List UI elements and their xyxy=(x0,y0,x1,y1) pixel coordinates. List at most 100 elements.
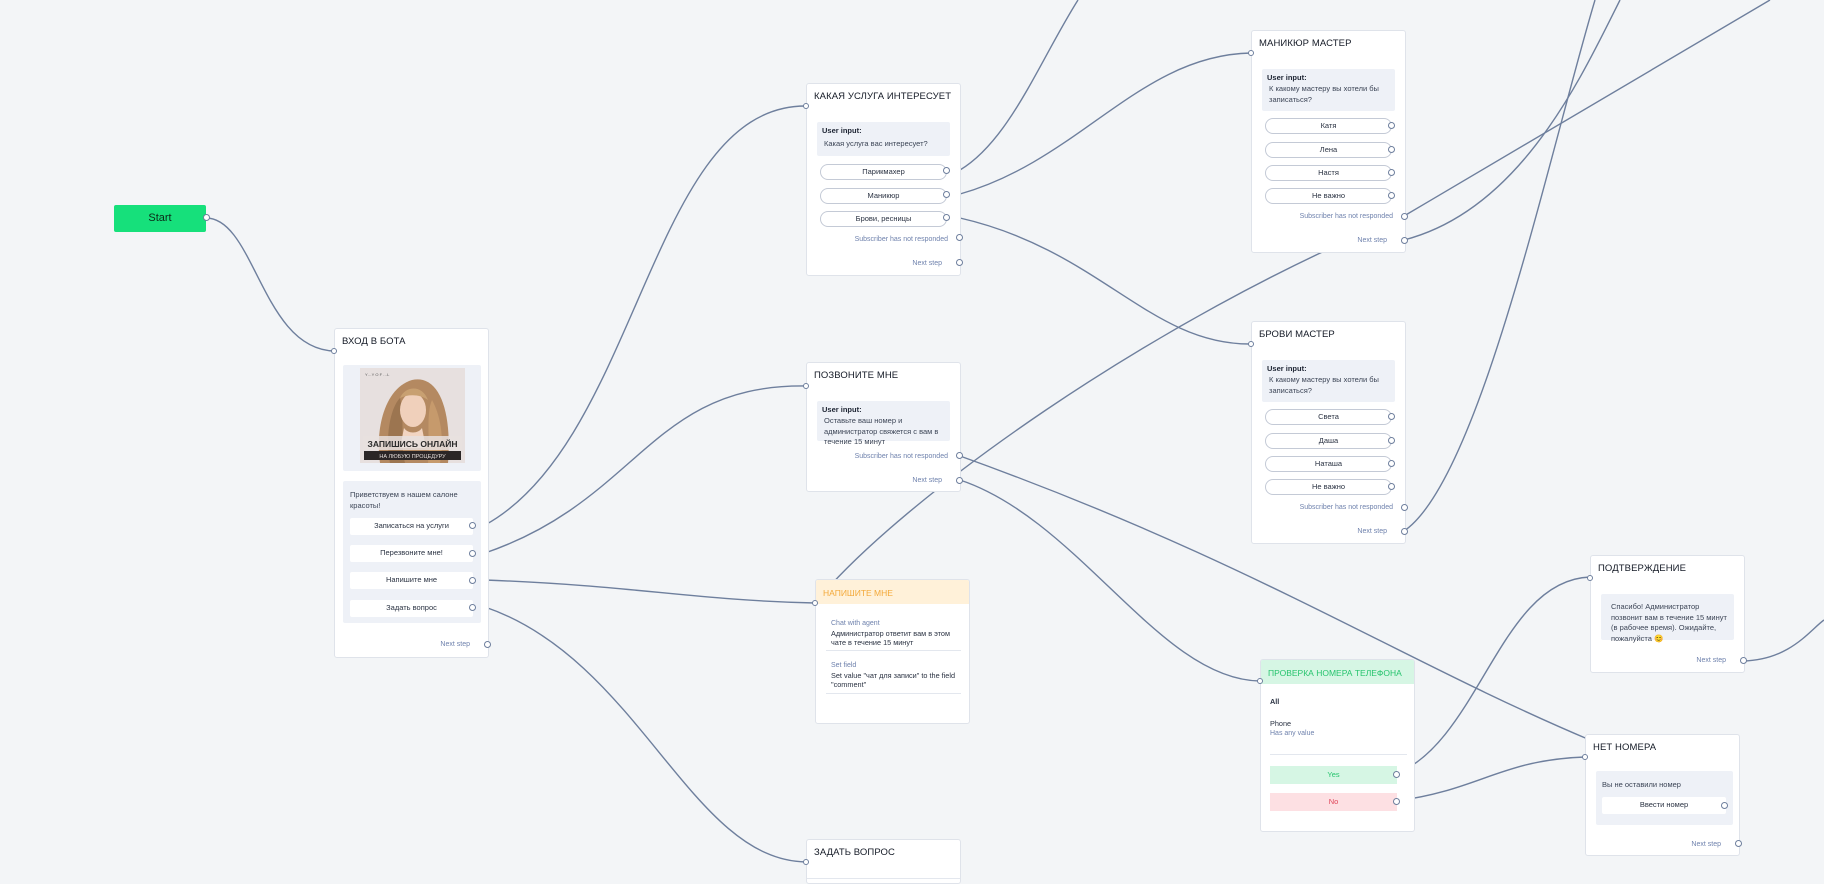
write-action1-text: Администратор ответит вам в этом чате в … xyxy=(831,629,951,647)
node-manicure[interactable]: МАНИКЮР МАСТЕР User input: К какому маст… xyxy=(1251,30,1406,253)
entry-button-3[interactable]: Напишите мне xyxy=(350,572,473,589)
node-write[interactable]: НАПИШИТЕ МНЕ Chat with agent Администрат… xyxy=(815,579,970,724)
no-number-button-port[interactable] xyxy=(1721,802,1728,809)
entry-port-2[interactable] xyxy=(469,550,476,557)
no-number-input-port[interactable] xyxy=(1582,754,1588,760)
call-no-response-port[interactable] xyxy=(956,452,963,459)
entry-next-port[interactable] xyxy=(484,641,491,648)
entry-button-4[interactable]: Задать вопрос xyxy=(350,600,473,617)
write-action1-label: Chat with agent xyxy=(831,620,880,627)
manicure-button-4[interactable]: Не важно xyxy=(1265,188,1392,204)
phone-check-input-port[interactable] xyxy=(1257,678,1263,684)
service-next-port[interactable] xyxy=(956,259,963,266)
manicure-port-4[interactable] xyxy=(1388,192,1395,199)
node-phone-check-title: ПРОВЕРКА НОМЕРА ТЕЛЕФОНА xyxy=(1261,660,1414,684)
node-service[interactable]: КАКАЯ УСЛУГА ИНТЕРЕСУЕТ User input: Кака… xyxy=(806,83,961,276)
wire-brows-out xyxy=(1403,0,1596,532)
confirm-next-port[interactable] xyxy=(1740,657,1747,664)
service-button-brows[interactable]: Брови, ресницы xyxy=(820,211,947,227)
manicure-input-port[interactable] xyxy=(1248,50,1254,56)
node-service-title: КАКАЯ УСЛУГА ИНТЕРЕСУЕТ xyxy=(814,91,952,102)
service-user-input-label: User input: xyxy=(822,126,862,135)
brows-input-panel xyxy=(1262,360,1395,402)
wire-check-confirm xyxy=(1395,576,1591,775)
service-button-manicure[interactable]: Маникюр xyxy=(820,188,947,204)
manicure-no-response: Subscriber has not responded xyxy=(1299,213,1393,220)
manicure-button-2[interactable]: Лена xyxy=(1265,142,1392,158)
ask-input-port[interactable] xyxy=(803,859,809,865)
manicure-next-port[interactable] xyxy=(1401,237,1408,244)
call-no-response: Subscriber has not responded xyxy=(854,453,948,460)
service-button-hair[interactable]: Парикмахер xyxy=(820,164,947,180)
manicure-button-1[interactable]: Катя xyxy=(1265,118,1392,134)
entry-port-3[interactable] xyxy=(469,577,476,584)
manicure-port-2[interactable] xyxy=(1388,146,1395,153)
brows-button-2[interactable]: Даша xyxy=(1265,433,1392,449)
brows-button-4[interactable]: Не важно xyxy=(1265,479,1392,495)
manicure-no-response-port[interactable] xyxy=(1401,213,1408,220)
node-write-title: НАПИШИТЕ МНЕ xyxy=(816,580,969,604)
wire-entry-ask xyxy=(484,606,807,863)
entry-port-1[interactable] xyxy=(469,522,476,529)
phone-check-no-port[interactable] xyxy=(1393,798,1400,805)
svg-text:НА ЛЮБУЮ ПРОЦЕДУРУ: НА ЛЮБУЮ ПРОЦЕДУРУ xyxy=(379,454,446,460)
wire-confirm-out xyxy=(1742,619,1824,662)
start-node[interactable]: Start xyxy=(114,205,206,232)
node-call-title: ПОЗВОНИТЕ МНЕ xyxy=(814,370,899,381)
brows-no-response-port[interactable] xyxy=(1401,504,1408,511)
service-port-brows[interactable] xyxy=(943,214,950,221)
service-input-panel xyxy=(817,122,950,156)
service-port-manicure[interactable] xyxy=(943,191,950,198)
brows-button-1[interactable]: Света xyxy=(1265,409,1392,425)
brows-next-port[interactable] xyxy=(1401,528,1408,535)
entry-button-2[interactable]: Перезвоните мне! xyxy=(350,545,473,562)
call-input-panel xyxy=(817,401,950,441)
brows-next-step: Next step xyxy=(1357,528,1387,535)
node-ask[interactable]: ЗАДАТЬ ВОПРОС xyxy=(806,839,961,884)
entry-input-port[interactable] xyxy=(331,348,337,354)
call-question: Оставьте ваш номер и администратор свяже… xyxy=(824,416,939,446)
manicure-user-input-label: User input: xyxy=(1267,73,1307,82)
start-output-port[interactable] xyxy=(203,214,210,221)
brows-button-3[interactable]: Наташа xyxy=(1265,456,1392,472)
brows-input-port[interactable] xyxy=(1248,341,1254,347)
write-divider-2 xyxy=(826,693,961,694)
phone-check-yes[interactable]: Yes xyxy=(1270,766,1397,784)
node-confirm[interactable]: ПОДТВЕРЖДЕНИЕ Спасибо! Администратор поз… xyxy=(1590,555,1745,673)
service-no-response-port[interactable] xyxy=(956,234,963,241)
brows-port-2[interactable] xyxy=(1388,437,1395,444)
phone-check-yes-port[interactable] xyxy=(1393,771,1400,778)
brows-user-input-label: User input: xyxy=(1267,364,1307,373)
entry-greeting: Приветствуем в нашем салоне красоты! xyxy=(350,490,458,510)
brows-port-4[interactable] xyxy=(1388,483,1395,490)
write-input-port[interactable] xyxy=(812,600,818,606)
wire-manicure-out1 xyxy=(1403,0,1771,217)
entry-next-step: Next step xyxy=(440,641,470,648)
manicure-port-1[interactable] xyxy=(1388,122,1395,129)
call-next-port[interactable] xyxy=(956,477,963,484)
entry-button-1[interactable]: Записаться на услуги xyxy=(350,518,473,535)
service-input-port[interactable] xyxy=(803,103,809,109)
node-confirm-title: ПОДТВЕРЖДЕНИЕ xyxy=(1598,563,1687,574)
confirm-input-port[interactable] xyxy=(1587,575,1593,581)
confirm-text: Спасибо! Администратор позвонит вам в те… xyxy=(1611,602,1727,643)
brows-port-1[interactable] xyxy=(1388,413,1395,420)
no-number-button[interactable]: Ввести номер xyxy=(1602,797,1726,814)
node-call[interactable]: ПОЗВОНИТЕ МНЕ User input: Оставьте ваш н… xyxy=(806,362,961,492)
brows-port-3[interactable] xyxy=(1388,460,1395,467)
no-number-next-port[interactable] xyxy=(1735,840,1742,847)
wire-start-entry xyxy=(205,217,336,352)
service-port-hair[interactable] xyxy=(943,167,950,174)
manicure-port-3[interactable] xyxy=(1388,169,1395,176)
call-input-port[interactable] xyxy=(803,383,809,389)
node-brows[interactable]: БРОВИ МАСТЕР User input: К какому мастер… xyxy=(1251,321,1406,544)
node-entry-title: ВХОД В БОТА xyxy=(342,336,406,347)
node-phone-check[interactable]: ПРОВЕРКА НОМЕРА ТЕЛЕФОНА All Phone Has a… xyxy=(1260,659,1415,832)
phone-check-no[interactable]: No xyxy=(1270,793,1397,811)
manicure-input-panel xyxy=(1262,69,1395,111)
manicure-button-3[interactable]: Настя xyxy=(1265,165,1392,181)
node-no-number[interactable]: НЕТ НОМЕРА Вы не оставили номер Ввести н… xyxy=(1585,734,1740,856)
entry-image: ЗАПИШИСЬ ОНЛАЙН НА ЛЮБУЮ ПРОЦЕДУРУ Y…Y O… xyxy=(360,368,465,463)
entry-port-4[interactable] xyxy=(469,604,476,611)
